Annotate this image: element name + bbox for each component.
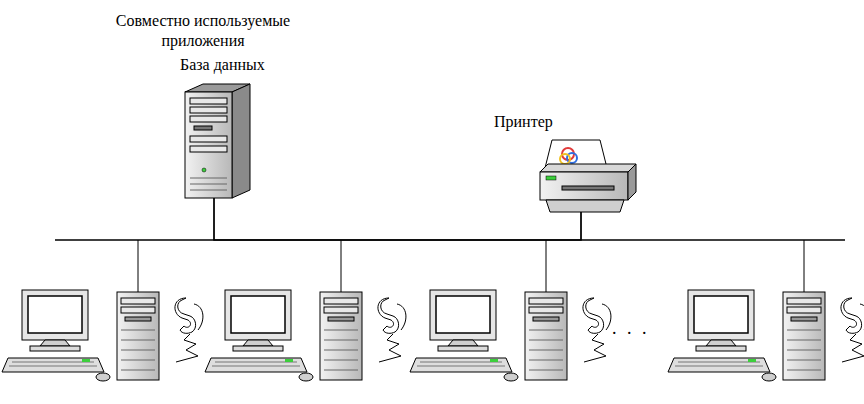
workstation <box>410 240 611 381</box>
printer-icon <box>540 140 636 212</box>
bus-connector <box>214 198 581 240</box>
server-tower <box>185 84 250 198</box>
workstation <box>205 240 406 381</box>
node-heading: База данных <box>180 55 308 75</box>
server-node: Совместно используемые приложенияБаза да… <box>98 5 308 198</box>
ellipsis-mark: . . . <box>612 318 650 339</box>
node-heading: Совместно используемые приложения <box>98 11 308 51</box>
node-heading: Принтер <box>494 112 614 132</box>
workstation-group <box>2 240 864 381</box>
workstation <box>2 240 203 381</box>
printer-node: Принтер <box>490 110 640 212</box>
workstation <box>668 240 864 381</box>
